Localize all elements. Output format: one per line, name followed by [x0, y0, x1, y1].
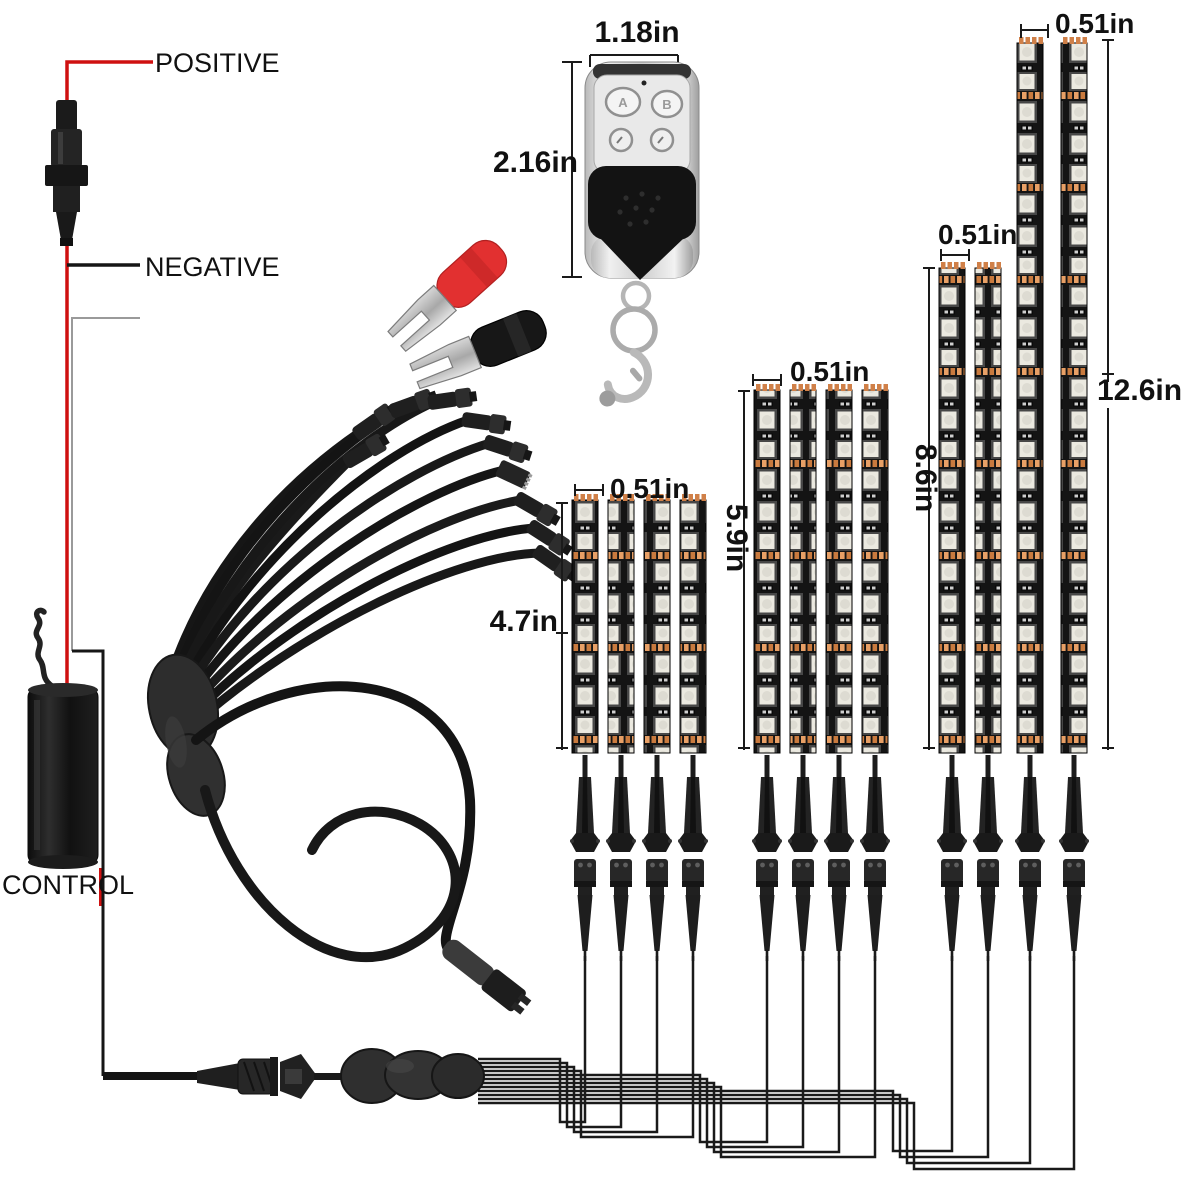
strip-length-label-2: 5.9in: [720, 504, 753, 572]
remote-control: A B: [584, 61, 700, 407]
wiring-harness: [147, 386, 581, 1015]
speaker-dots: [617, 191, 661, 227]
strip-length-label-1: 4.7in: [490, 605, 558, 638]
led-strip: [861, 384, 889, 754]
remote-button-a-label: A: [618, 95, 628, 110]
led-strip: [571, 494, 599, 754]
strip-width-label-4: 0.51in: [1055, 8, 1134, 39]
main-loop-cable: [200, 785, 461, 963]
negative-wire: [67, 263, 140, 1076]
junction-heatshrink: [340, 1048, 485, 1104]
sm-plug: [442, 939, 532, 1015]
red-fork-terminal: [385, 239, 508, 355]
black-fork-terminal: [408, 310, 547, 393]
remote-button-b[interactable]: [650, 89, 684, 119]
strip-width-label-1: 0.51in: [610, 473, 689, 504]
control-box: [27, 607, 99, 869]
strip-width-label-2: 0.51in: [790, 356, 869, 387]
led-strip-group-12-6: [1016, 37, 1088, 754]
led-strip-group-8-6: [938, 262, 1002, 754]
positive-label: POSITIVE: [155, 48, 280, 78]
led-strip: [753, 384, 781, 754]
harness-connector-pins: [495, 460, 533, 490]
remote-button-c[interactable]: [608, 127, 634, 153]
dimension-lines: [556, 24, 1114, 750]
lobster-clasp: [599, 348, 652, 407]
strip-drop-connectors: [570, 755, 1089, 961]
strip-length-label-3: 8.6in: [909, 444, 942, 512]
led-strip: [679, 494, 707, 754]
keychain: [599, 280, 658, 407]
negative-label: NEGATIVE: [145, 252, 280, 282]
led-strip: [974, 262, 1002, 754]
led-strip: [825, 384, 853, 754]
bottom-connector-assembly: [197, 1048, 485, 1104]
remote-dimensions: [562, 54, 679, 278]
remote-width-label: 1.18in: [594, 16, 679, 49]
harness-connector: [481, 432, 534, 466]
led-strip-group-4-7: [571, 494, 707, 754]
led-strip-group-5-9: [753, 384, 889, 754]
harness-connector: [460, 409, 512, 436]
schematic-wiring: [478, 956, 1076, 1171]
remote-led-indicator: [641, 80, 647, 86]
led-strip: [789, 384, 817, 754]
led-strip: [938, 262, 966, 754]
harness-connector: [426, 386, 478, 413]
main-loop-cable: [191, 681, 476, 957]
led-strip: [643, 494, 671, 754]
remote-button-d[interactable]: [649, 127, 675, 153]
strip-length-label-4: 12.6in: [1097, 374, 1182, 407]
positive-wire: [65, 60, 153, 906]
control-label: CONTROL: [2, 870, 134, 900]
remote-button-a[interactable]: [604, 86, 642, 118]
fuse-holder: [45, 100, 88, 246]
led-strip: [1016, 37, 1044, 754]
remote-button-b-label: B: [662, 97, 671, 112]
strip-width-label-3: 0.51in: [938, 219, 1017, 250]
led-strip: [607, 494, 635, 754]
remote-height-label: 2.16in: [493, 146, 578, 179]
led-strip: [1060, 37, 1088, 754]
antenna-coil: [33, 607, 55, 689]
